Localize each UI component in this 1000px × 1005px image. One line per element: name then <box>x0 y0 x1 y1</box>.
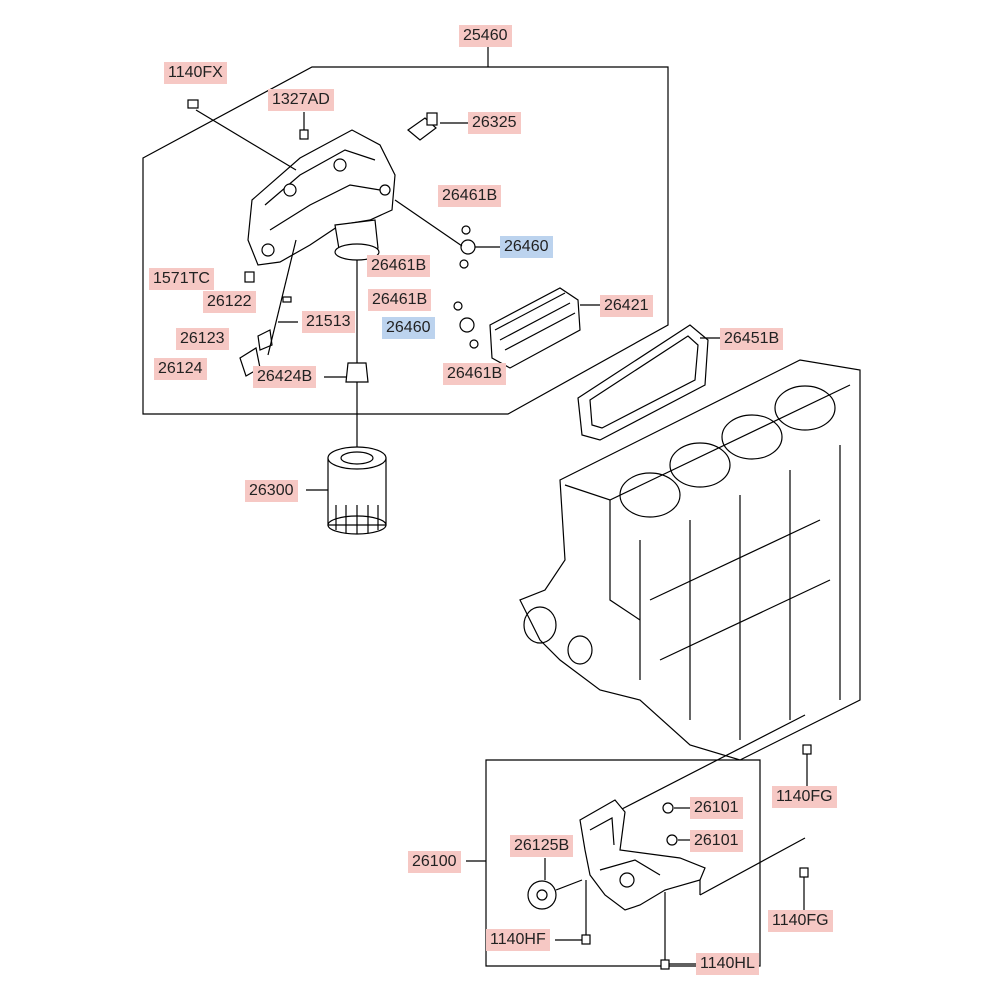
label-26300: 26300 <box>245 480 298 502</box>
label-26125b: 26125B <box>510 835 574 857</box>
sensor-26325 <box>407 112 468 141</box>
label-26461b-a: 26461B <box>438 185 502 207</box>
oil-filter-module <box>247 129 396 266</box>
oil-cooler-26421 <box>489 287 605 369</box>
label-26122: 26122 <box>203 291 256 313</box>
label-26460-a: 26460 <box>500 236 553 258</box>
oil-pump-assembly-frame <box>485 759 761 967</box>
label-26325: 26325 <box>468 112 521 134</box>
gasket-26451b <box>577 324 709 441</box>
engine-block <box>519 359 861 761</box>
label-26451b: 26451B <box>720 328 784 350</box>
oring-26101-b <box>666 834 678 846</box>
bolt-1140hf <box>555 880 591 945</box>
label-26101-a: 26101 <box>690 797 743 819</box>
label-25460: 25460 <box>459 25 512 47</box>
label-26461b-b: 26461B <box>367 255 431 277</box>
oring-26461b-c <box>453 301 463 311</box>
label-26460-b: 26460 <box>382 317 435 339</box>
oil-cooler-assembly-frame <box>142 66 669 415</box>
label-1140fx: 1140FX <box>164 62 227 84</box>
label-1140hf: 1140HF <box>486 929 550 951</box>
gear-26125b <box>527 858 583 910</box>
oring-26461b-d <box>469 339 479 349</box>
adapter-26424b <box>345 362 369 383</box>
spring-26123 <box>257 329 273 351</box>
oil-filter-26300 <box>306 446 387 535</box>
bolt-1140fg-a <box>619 714 812 811</box>
label-26461b-d: 26461B <box>443 363 507 385</box>
bolt-1140fx <box>187 99 297 171</box>
bolt-1140hl <box>660 892 696 970</box>
label-21513: 21513 <box>302 311 355 333</box>
label-26461b-c: 26461B <box>368 289 432 311</box>
oring-26461b-a <box>461 225 471 235</box>
label-1140fg-a: 1140FG <box>772 786 837 808</box>
label-26123: 26123 <box>176 328 229 350</box>
label-1140fg-b: 1140FG <box>768 910 833 932</box>
label-26124: 26124 <box>154 358 207 380</box>
label-26101-b: 26101 <box>690 830 743 852</box>
label-1327ad: 1327AD <box>268 89 334 111</box>
oil-pump-26100 <box>579 799 706 911</box>
oring-26101-a <box>662 802 674 814</box>
oring-26460-b <box>459 317 475 333</box>
oring-26460-a <box>460 239 476 255</box>
label-26100: 26100 <box>408 851 461 873</box>
label-26421: 26421 <box>600 295 653 317</box>
part-26122 <box>282 296 292 303</box>
label-26424b: 26424B <box>253 366 317 388</box>
oring-26461b-b <box>459 259 469 269</box>
plug-1571tc <box>244 271 255 283</box>
label-1140hl: 1140HL <box>696 953 759 975</box>
label-1571tc: 1571TC <box>149 268 214 290</box>
nut-1327ad <box>299 129 309 140</box>
